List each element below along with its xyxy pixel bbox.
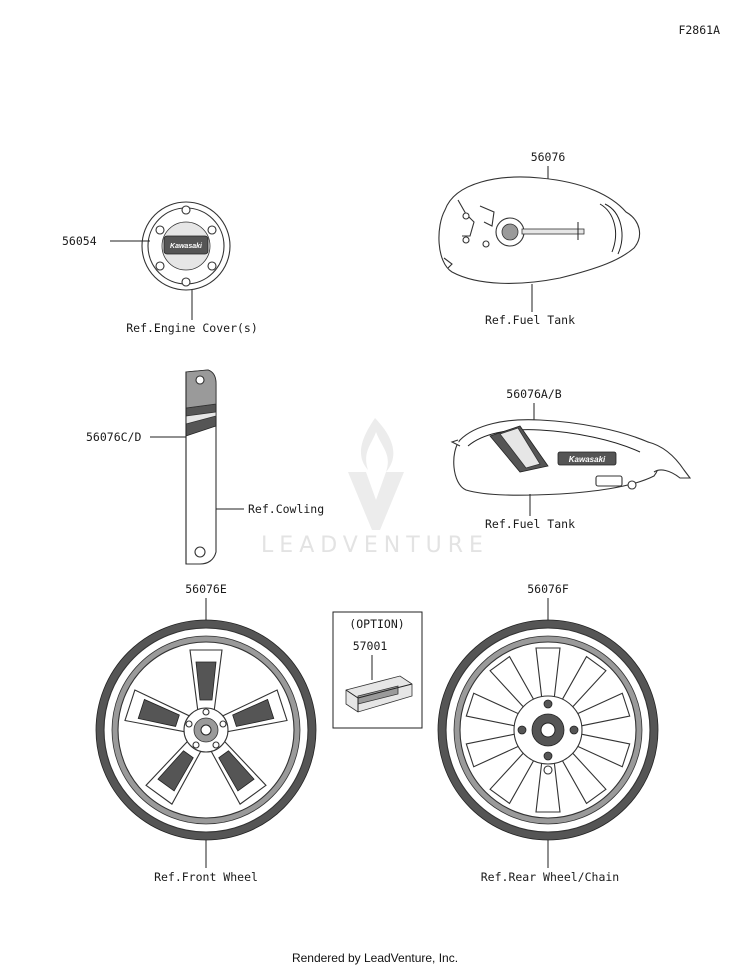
footer-credit: Rendered by LeadVenture, Inc. bbox=[292, 951, 458, 965]
bolt-icon bbox=[181, 205, 191, 215]
tank-front-tab bbox=[450, 439, 461, 447]
option-title: (OPTION) bbox=[349, 617, 404, 631]
rear-axle-hole bbox=[540, 722, 556, 738]
bolt-icon bbox=[517, 725, 527, 735]
cowling-panel bbox=[185, 369, 217, 565]
option-box: (OPTION) 57001 bbox=[332, 611, 423, 729]
leadventure-logo-icon bbox=[348, 418, 404, 530]
figure-code: F2861A bbox=[678, 23, 720, 37]
bolt-icon bbox=[185, 720, 193, 728]
part-number-56054: 56054 bbox=[62, 234, 97, 248]
tank-brand: Kawasaki bbox=[569, 455, 606, 464]
front-wheel-spokes bbox=[124, 649, 288, 805]
leadventure-watermark: LEADVENTURE bbox=[261, 418, 489, 558]
fuel-tank-side-view: Kawasaki bbox=[450, 419, 692, 496]
tank-brand-badge bbox=[557, 451, 617, 466]
engine-cover-badge bbox=[163, 235, 209, 255]
bolt-icon bbox=[155, 225, 165, 235]
part-number-57001: 57001 bbox=[353, 639, 388, 653]
part-number-56076cd: 56076C/D bbox=[86, 430, 141, 444]
tank-side-stripe-light bbox=[499, 427, 541, 469]
bolt-icon bbox=[482, 240, 490, 248]
spoke-accent bbox=[218, 750, 255, 792]
spoke-accent bbox=[137, 698, 180, 727]
ref-front-wheel: Ref.Front Wheel bbox=[154, 870, 258, 884]
tank-rear-tab bbox=[647, 441, 692, 479]
bolt-icon bbox=[219, 720, 227, 728]
front-axle-hole bbox=[200, 724, 212, 736]
ref-rear-wheel: Ref.Rear Wheel/Chain bbox=[481, 870, 619, 884]
watermark-text: LEADVENTURE bbox=[261, 533, 489, 558]
ref-fuel-tank-side: Ref.Fuel Tank bbox=[485, 517, 575, 531]
bolt-icon bbox=[569, 725, 579, 735]
bracket-edge bbox=[357, 683, 413, 699]
bolt-icon bbox=[462, 236, 470, 244]
bolt-icon bbox=[212, 741, 220, 749]
option-bracket bbox=[345, 675, 413, 713]
bolt-icon bbox=[202, 708, 210, 716]
bolt-icon bbox=[192, 741, 200, 749]
rear-wheel-spokes bbox=[465, 647, 631, 813]
engine-cover-emblem: Kawasaki bbox=[141, 201, 231, 291]
ref-engine-cover: Ref.Engine Cover(s) bbox=[126, 321, 258, 335]
bolt-icon bbox=[195, 375, 205, 385]
tank-mount-bracket bbox=[443, 257, 453, 269]
tank-contour bbox=[599, 203, 616, 253]
option-frame bbox=[332, 611, 423, 729]
part-number-56076e: 56076E bbox=[185, 582, 227, 596]
bolt-icon bbox=[543, 751, 553, 761]
bolt-icon bbox=[627, 480, 637, 490]
tank-stripe-decal bbox=[521, 228, 585, 235]
tank-mount-bracket bbox=[595, 475, 623, 487]
bolt-icon bbox=[207, 261, 217, 271]
engine-cover-brand: Kawasaki bbox=[170, 243, 203, 250]
ref-cowling: Ref.Cowling bbox=[248, 502, 324, 516]
fuel-cap-center bbox=[501, 223, 519, 241]
valve-icon bbox=[543, 765, 553, 775]
bolt-icon bbox=[543, 699, 553, 709]
part-number-56076f: 56076F bbox=[527, 582, 569, 596]
bolt-icon bbox=[155, 261, 165, 271]
part-number-56076ab: 56076A/B bbox=[506, 387, 561, 401]
cowling-top-shade bbox=[185, 369, 217, 409]
ref-fuel-tank-top: Ref.Fuel Tank bbox=[485, 313, 575, 327]
front-wheel bbox=[95, 619, 317, 841]
spoke-accent bbox=[157, 750, 194, 792]
fuel-tank-top-view bbox=[438, 176, 641, 284]
tank-contour bbox=[467, 429, 641, 453]
bolt-icon bbox=[207, 225, 217, 235]
bolt-icon bbox=[194, 546, 206, 558]
tank-mount-bracket bbox=[479, 205, 495, 227]
spoke-accent bbox=[232, 698, 275, 727]
bolt-icon bbox=[181, 277, 191, 287]
tank-contour bbox=[604, 203, 623, 255]
bolt-icon bbox=[462, 212, 470, 220]
spoke-accent bbox=[195, 661, 217, 701]
rear-wheel bbox=[437, 619, 659, 841]
part-number-56076: 56076 bbox=[531, 150, 566, 164]
